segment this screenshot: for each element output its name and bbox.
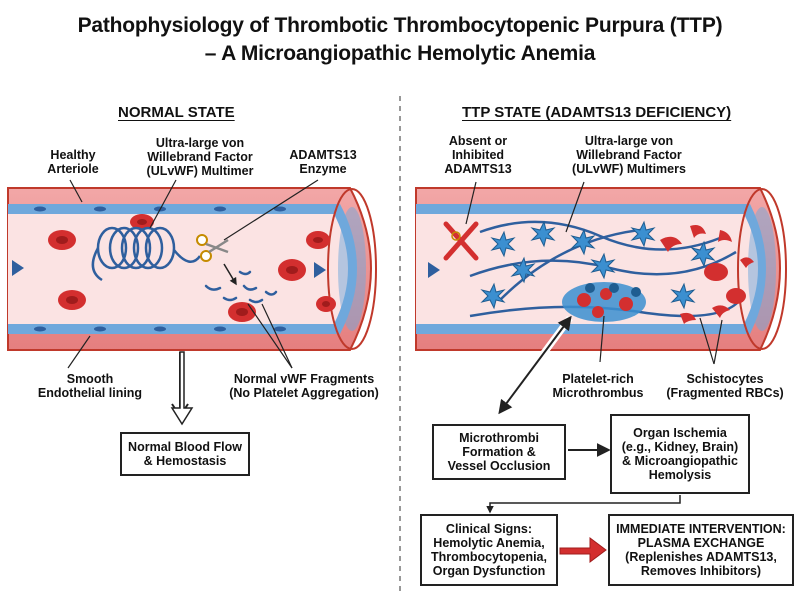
flow-arrow-icon bbox=[314, 262, 326, 278]
label-endothelial-lining: Smooth Endothelial lining bbox=[37, 372, 143, 400]
occlusion-box: Microthrombi Formation & Vessel Occlusio… bbox=[432, 424, 566, 480]
diagram-subtitle: – A Microangiopathic Hemolytic Anemia bbox=[204, 42, 596, 65]
label-healthy-arteriole: Healthy Arteriole bbox=[47, 148, 99, 176]
flow-arrow-icon bbox=[428, 262, 440, 278]
normal-vessel bbox=[7, 179, 377, 426]
vwf-fragments bbox=[204, 270, 278, 304]
label-vwf-fragments: Normal vWF Fragments (No Platelet Aggreg… bbox=[229, 372, 379, 400]
schistocytes bbox=[660, 225, 754, 324]
normal-state-heading: NORMAL STATE bbox=[118, 104, 235, 121]
ttp-state-heading: TTP STATE (ADAMTS13 DEFICIENCY) bbox=[462, 104, 732, 121]
flow-arrow-icon bbox=[12, 260, 24, 276]
label-ulvwf-multimer: Ultra-large von Willebrand Factor (ULvWF… bbox=[146, 136, 254, 178]
label-schistocytes: Schistocytes (Fragmented RBCs) bbox=[666, 372, 784, 400]
diagram-title: Pathophysiology of Thrombotic Thrombocyt… bbox=[77, 14, 723, 37]
label-microthrombus: Platelet-rich Microthrombus bbox=[552, 372, 644, 400]
normal-lumen bbox=[8, 214, 348, 324]
scissors-icon bbox=[196, 234, 229, 262]
emphasis-arrow bbox=[559, 537, 607, 563]
absent-enzyme-x-icon bbox=[443, 221, 479, 261]
ulvwf-coil bbox=[91, 226, 202, 282]
ttp-vessel bbox=[415, 181, 787, 415]
label-adamts13-enzyme: ADAMTS13 Enzyme bbox=[289, 148, 357, 176]
label-absent-adamts13: Absent or Inhibited ADAMTS13 bbox=[444, 134, 512, 176]
normal-outcome-box: Normal Blood Flow & Hemostasis bbox=[120, 432, 250, 476]
normal-red-blood-cells bbox=[48, 214, 336, 322]
ischemia-box: Organ Ischemia (e.g., Kidney, Brain) & M… bbox=[610, 414, 750, 494]
label-ulvwf-multimers: Ultra-large von Willebrand Factor (ULvWF… bbox=[572, 134, 686, 176]
flow-connectors bbox=[486, 443, 681, 563]
intervention-box: IMMEDIATE INTERVENTION: PLASMA EXCHANGE … bbox=[608, 514, 794, 586]
microthrombus-clump bbox=[562, 282, 646, 322]
platelets bbox=[480, 220, 716, 310]
clinical-signs-box: Clinical Signs: Hemolytic Anemia, Thromb… bbox=[420, 514, 558, 586]
